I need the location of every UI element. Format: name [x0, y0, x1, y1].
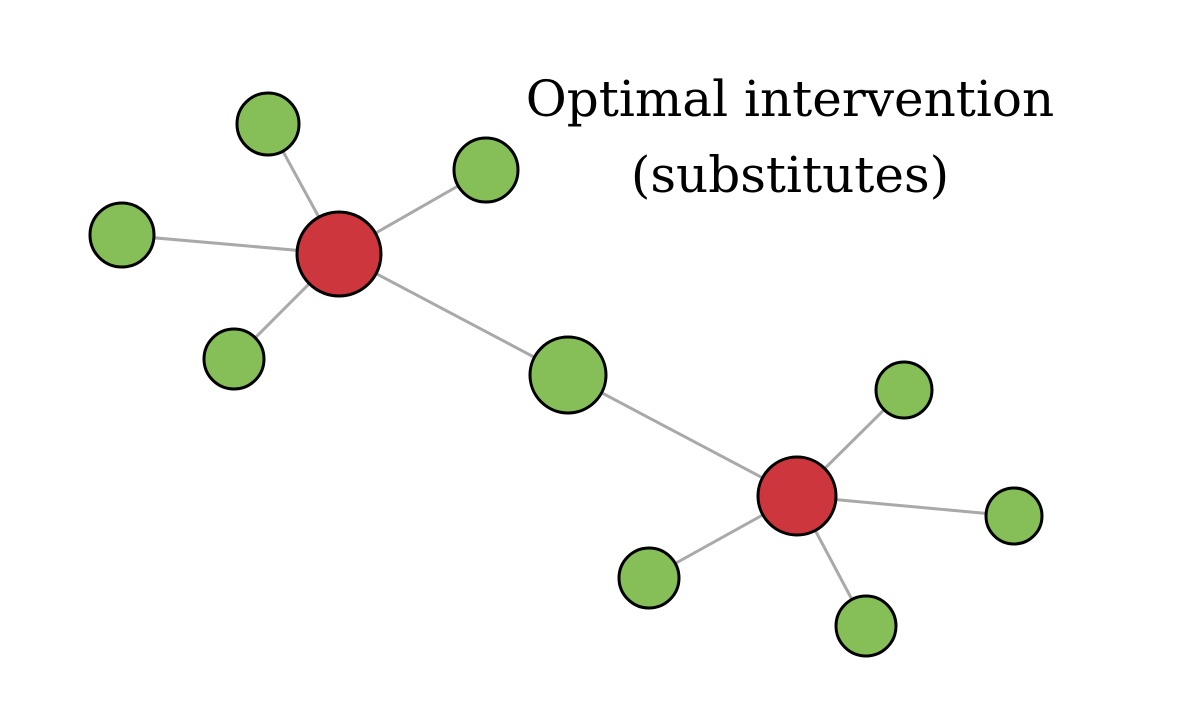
node-left-leaf-bottom — [202, 327, 266, 391]
node-bridge — [528, 335, 608, 415]
node-right-leaf-bottom — [834, 594, 898, 658]
node-left-leaf-top — [235, 91, 301, 157]
node-right-leaf-left — [617, 546, 681, 610]
node-hub-right — [756, 455, 838, 537]
node-right-leaf-right — [984, 486, 1044, 546]
title-line-1: Optimal intervention — [526, 70, 1054, 128]
node-hub-left — [295, 210, 383, 298]
title-line-2: (substitutes) — [631, 146, 949, 204]
node-right-leaf-top — [874, 360, 934, 420]
node-left-leaf-left — [88, 201, 156, 269]
edge-bridge-hub-right — [567, 373, 798, 498]
nodes-layer — [88, 91, 1044, 658]
node-left-leaf-upper-right — [452, 136, 520, 204]
